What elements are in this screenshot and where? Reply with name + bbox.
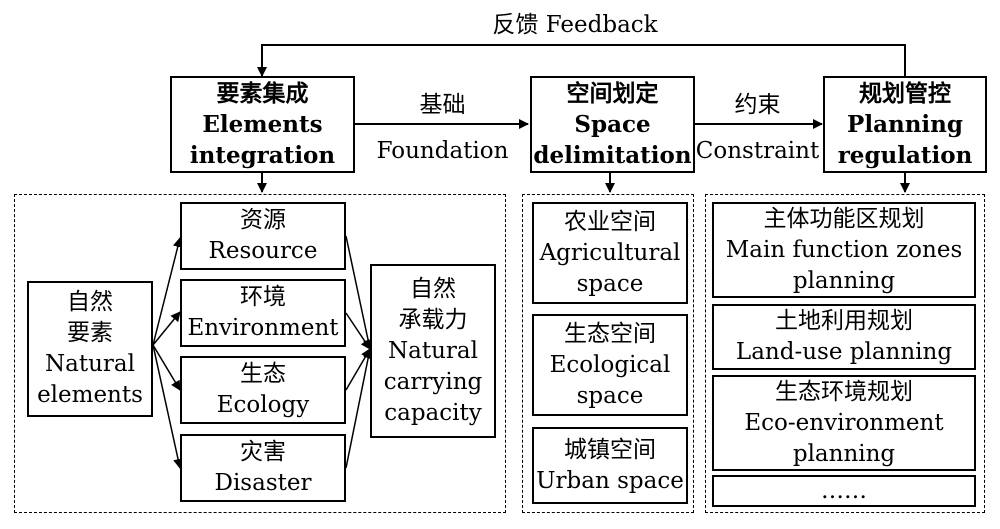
natural-elements-en1: Natural [45,351,135,377]
carrying-capacity-zh2: 承载力 [398,306,468,333]
foundation-label: 基础 Foundation [370,88,515,168]
natural-elements-box: 自然 要素 Natural elements [27,281,153,417]
ellipsis-text: …… [821,477,867,504]
land-use-planning-box: 土地利用规划 Land-use planning [712,304,976,370]
space-delimitation-zh: 空间划定 [566,80,659,107]
feedback-en: Feedback [545,12,658,38]
main-function-zones-box: 主体功能区规划 Main function zones planning [712,202,976,298]
foundation-zh: 基础 [419,92,466,118]
agricultural-space-zh: 农业空间 [564,208,656,235]
disaster-en: Disaster [214,470,312,496]
feedback-zh: 反馈 [492,12,539,38]
agricultural-space-box: 农业空间 Agricultural space [532,202,688,304]
feedback-label: 反馈 Feedback [470,10,680,40]
feedback-arrow [257,44,906,77]
resource-box: 资源 Resource [180,202,346,270]
urban-space-en1: Urban space [536,467,684,494]
disaster-zh: 灾害 [240,439,286,465]
eco-environment-planning-zh: 生态环境规划 [775,378,913,405]
ecology-box: 生态 Ecology [180,356,346,424]
land-use-planning-zh: 土地利用规划 [775,308,913,334]
constraint-label: 约束 Constraint [695,88,820,168]
foundation-en: Foundation [376,138,509,164]
arrow-to-resource [152,237,183,346]
carrying-capacity-en1: Natural [388,337,478,364]
environment-box: 环境 Environment [180,279,346,347]
elements-integration-zh: 要素集成 [216,80,309,107]
main-function-zones-zh: 主体功能区规划 [763,205,925,232]
arrow-to-ecology [152,344,181,391]
eco-environment-planning-box: 生态环境规划 Eco-environment planning [712,375,976,471]
carrying-capacity-en3: capacity [384,399,482,426]
ecological-space-en1: Ecological [549,351,671,378]
urban-space-box: 城镇空间 Urban space [532,427,688,504]
ellipsis-box: …… [712,475,976,507]
ecological-space-box: 生态空间 Ecological space [532,314,688,416]
agricultural-space-en1: Agricultural [539,239,681,266]
planning-frame [705,194,985,513]
environment-en: Environment [187,315,339,341]
arrow-environment-to-capacity [345,312,371,350]
space-frame [522,194,694,513]
arrow-disaster-to-capacity [345,348,374,469]
arrow-resource-to-capacity [345,235,374,350]
constraint-en: Constraint [695,138,820,164]
carrying-capacity-zh1: 自然 [410,275,456,302]
space-delimitation-en2: delimitation [533,142,692,169]
planning-regulation-en1: Planning [847,111,963,138]
urban-space-zh: 城镇空间 [564,436,656,463]
carrying-capacity-box: 自然 承载力 Natural carrying capacity [370,264,496,438]
arrow-to-disaster [152,344,183,469]
constraint-zh: 约束 [734,92,781,118]
environment-zh: 环境 [240,284,286,310]
resource-zh: 资源 [240,207,286,233]
carrying-capacity-en2: carrying [383,368,483,395]
agricultural-space-en2: space [576,270,644,297]
elements-integration-en1: Elements [202,111,323,138]
planning-regulation-en2: regulation [837,142,973,169]
space-delimitation-en1: Space [574,111,651,138]
arrow-to-environment [152,311,181,346]
elements-integration-en2: integration [189,142,336,169]
eco-environment-planning-en1: Eco-environment [744,409,944,436]
main-function-zones-en1: Main function zones [725,236,963,263]
natural-elements-zh1: 自然 [67,289,113,315]
ecology-zh: 生态 [240,361,286,387]
elements-frame [14,194,506,513]
elements-integration-box: 要素集成 Elements integration [170,76,355,173]
ecological-space-zh: 生态空间 [564,320,656,347]
resource-en: Resource [208,238,318,264]
ecological-space-en2: space [576,382,644,409]
land-use-planning-en1: Land-use planning [735,339,953,365]
natural-elements-zh2: 要素 [67,320,113,346]
planning-regulation-zh: 规划管控 [859,80,951,107]
main-function-zones-en2: planning [792,267,896,294]
space-delimitation-box: 空间划定 Space delimitation [530,76,695,173]
disaster-box: 灾害 Disaster [180,434,346,502]
ecology-en: Ecology [216,392,310,418]
eco-environment-planning-en2: planning [792,440,896,467]
natural-elements-en2: elements [37,382,143,408]
planning-regulation-box: 规划管控 Planning regulation [823,76,987,173]
